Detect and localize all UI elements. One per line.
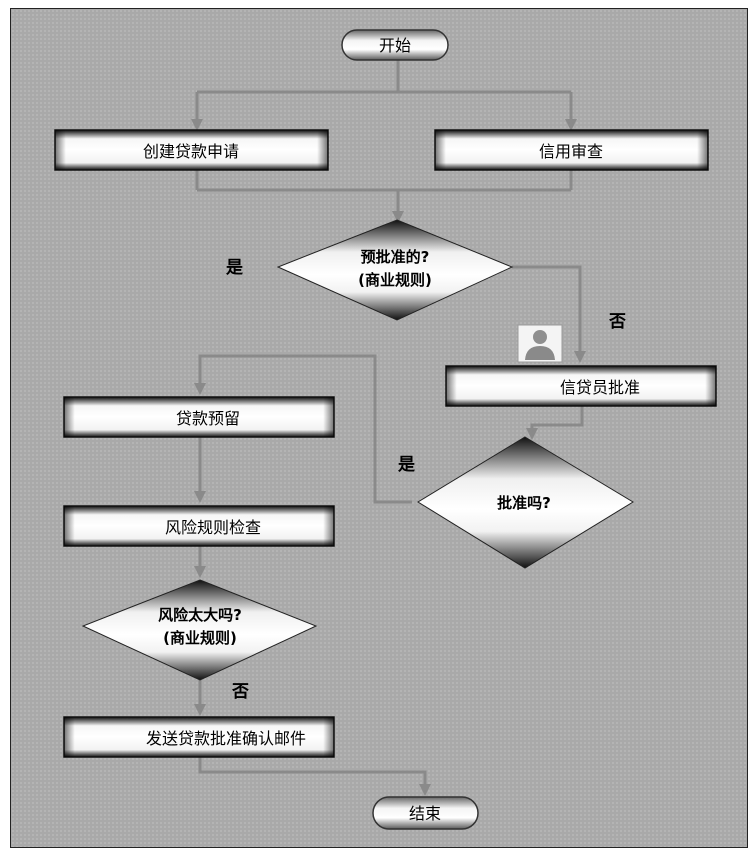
credit-check-label: 信用审查: [539, 142, 603, 161]
connectors: [191, 58, 586, 796]
preapproved-label-line2: (商业规则): [358, 271, 432, 289]
edge-approved-yes: [194, 354, 412, 504]
send-email-label: 发送贷款批准确认邮件: [146, 729, 306, 748]
preapproved-decision: 预批准的? (商业规则): [276, 219, 514, 321]
create-loan-node: 创建贷款申请: [54, 129, 329, 171]
create-loan-label: 创建贷款申请: [143, 142, 239, 161]
edge-email-to-end: [198, 757, 431, 796]
approved-label: 批准吗?: [497, 494, 551, 512]
start-node: 开始: [341, 29, 449, 61]
risk-decision-label-line1: 风险太大吗?: [158, 606, 242, 624]
start-label: 开始: [379, 36, 411, 55]
end-node: 结束: [372, 796, 479, 830]
risk-decision-label-line2: (商业规则): [163, 629, 237, 647]
loan-reserve-label: 贷款预留: [176, 409, 240, 428]
edge-label-preapproved-no: 否: [608, 312, 626, 332]
risk-check-label: 风险规则检查: [165, 518, 261, 537]
officer-approve-node: 信贷员批准: [445, 365, 717, 407]
officer-approve-label: 信贷员批准: [560, 378, 640, 397]
edge-label-preapproved-yes: 是: [226, 258, 243, 278]
risk-decision: 风险太大吗? (商业规则): [81, 579, 318, 681]
edge-label-approved-yes: 是: [398, 455, 415, 475]
risk-check-node: 风险规则检查: [63, 505, 335, 547]
credit-check-node: 信用审查: [434, 129, 709, 171]
loan-reserve-node: 贷款预留: [63, 396, 335, 438]
end-label: 结束: [409, 804, 441, 823]
preapproved-label-line1: 预批准的?: [361, 248, 430, 266]
person-icon: [517, 324, 563, 363]
edge-label-risk-no: 否: [231, 682, 249, 702]
edge-officer-to-approved: [526, 406, 584, 440]
edge-preapproved-no: [512, 265, 586, 363]
send-email-node: 发送贷款批准确认邮件: [63, 716, 335, 758]
approved-decision: 批准吗?: [417, 436, 634, 569]
